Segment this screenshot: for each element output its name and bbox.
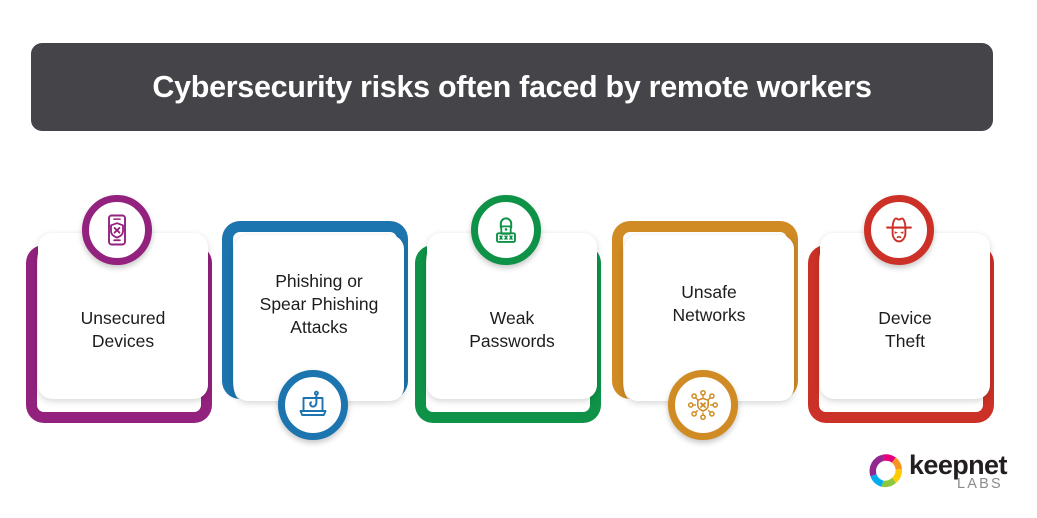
thief-hat-face-icon (881, 212, 917, 248)
page-title: Cybersecurity risks often faced by remot… (152, 69, 872, 104)
card-label: Unsecured Devices (80, 308, 166, 351)
card-icon-badge (471, 195, 541, 265)
smartphone-shield-icon (99, 212, 135, 248)
card-label: Weak Passwords (469, 308, 555, 351)
laptop-fishing-hook-icon (295, 387, 331, 423)
keepnet-labs-logo: keepnet LABS (866, 449, 1012, 497)
risk-card-unsafe-networks[interactable]: Unsafe Networks (612, 221, 806, 440)
card-icon-badge (864, 195, 934, 265)
network-shield-icon (685, 387, 721, 423)
card-surface: Unsecured Devices (38, 233, 208, 399)
logo-wordmark: keepnet (909, 450, 1007, 480)
title-banner: Cybersecurity risks often faced by remot… (31, 43, 993, 131)
hexagon-ring-icon (866, 451, 906, 496)
logo-subtext: LABS (957, 476, 1003, 492)
risk-card-weak-passwords[interactable]: Weak Passwords (415, 195, 609, 423)
risk-card-device-theft[interactable]: Device Theft (808, 195, 1002, 423)
card-icon-badge (668, 370, 738, 440)
card-icon-badge (278, 370, 348, 440)
card-label: Phishing or Spear Phishing Attacks (259, 270, 379, 337)
card-icon-badge (82, 195, 152, 265)
card-label: Device Theft (878, 308, 932, 351)
card-label: Unsafe Networks (672, 282, 746, 325)
padlock-password-icon (488, 212, 524, 248)
risk-card-phishing-attacks[interactable]: Phishing or Spear Phishing Attacks (222, 221, 416, 440)
risk-card-unsecured-devices[interactable]: Unsecured Devices (26, 195, 220, 423)
